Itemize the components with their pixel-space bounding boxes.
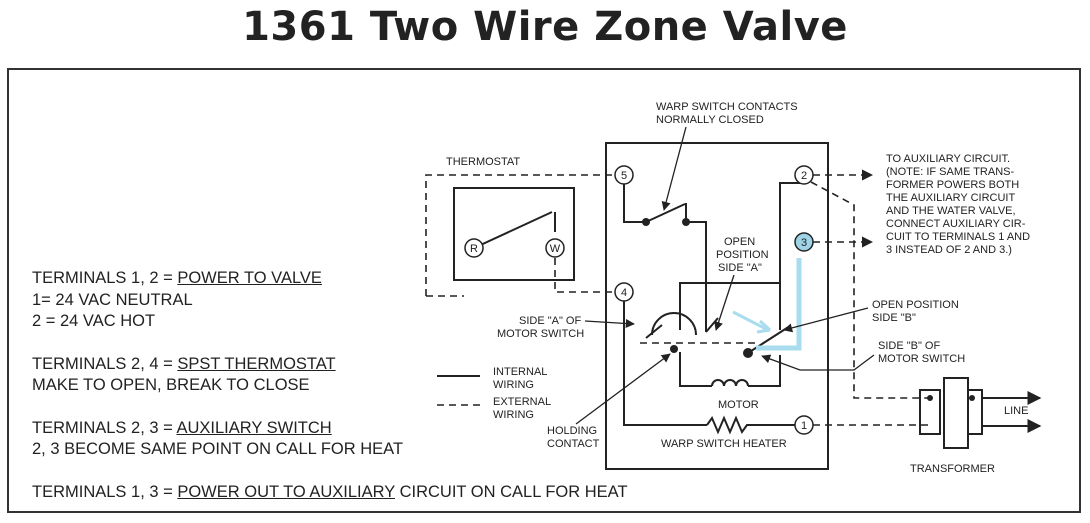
legend-out-link: POWER OUT TO AUXILIARY <box>177 482 395 501</box>
motor-coil <box>711 379 749 387</box>
key-internal-label-1: INTERNAL <box>493 366 547 378</box>
holding-pointer <box>575 353 671 425</box>
side-b-pointer <box>761 354 875 371</box>
terminal-5 <box>614 165 634 185</box>
key-external-label-2: WIRING <box>493 409 534 421</box>
warp-contacts-label-2: NORMALLY CLOSED <box>656 114 764 126</box>
side-b-label-1: SIDE "B" OF <box>878 340 940 352</box>
svg-text:3: 3 <box>801 237 807 249</box>
aux-note-line-1: TO AUXILIARY CIRCUIT. <box>886 153 1010 165</box>
warp-switch-blade <box>645 203 686 223</box>
external-wire-2-transformer <box>810 181 930 399</box>
diagram-frame <box>7 68 1081 513</box>
legend-thermo-link: SPST THERMOSTAT <box>177 354 336 373</box>
svg-text:1: 1 <box>801 420 807 432</box>
open-b-label-2: SIDE "B" <box>872 312 916 324</box>
external-wire-thermostat-4 <box>554 258 614 293</box>
svg-text:2: 2 <box>801 170 807 182</box>
line-label: LINE <box>1004 405 1028 417</box>
terminal-4 <box>614 282 634 302</box>
side-a-label-2: MOTOR SWITCH <box>497 328 584 340</box>
aux-note-line-4: THE AUXILIARY CIRCUIT <box>886 192 1015 204</box>
transformer-label: TRANSFORMER <box>910 463 995 475</box>
open-a-label-3: SIDE "A" <box>718 262 762 274</box>
thermostat-box <box>453 187 575 281</box>
key-external-label-1: EXTERNAL <box>493 396 551 408</box>
warp-switch-heater <box>706 415 796 435</box>
motor-switch-side-b <box>747 325 791 354</box>
open-a-label-2: POSITION <box>716 249 769 261</box>
thermostat-r-terminal <box>464 238 484 258</box>
transformer-core <box>943 377 969 449</box>
legend-thermo-desc: MAKE TO OPEN, BREAK TO CLOSE <box>32 376 310 394</box>
legend-neutral: 1= 24 VAC NEUTRAL <box>32 290 193 309</box>
legend-aux-desc: 2, 3 BECOME SAME POINT ON CALL FOR HEAT <box>32 440 404 458</box>
side-a-label-1: SIDE "A" OF <box>519 315 581 327</box>
warp-contacts-label-1: WARP SWITCH CONTACTS <box>656 101 798 113</box>
warp-contacts-pointer <box>661 126 687 211</box>
aux-note-line-8: 3 INSTEAD OF 2 AND 3.) <box>886 244 1012 256</box>
internal-wire-5 <box>623 183 646 223</box>
legend-power-link: POWER TO VALVE <box>177 269 322 287</box>
key-internal-label-2: WIRING <box>493 379 534 391</box>
aux-note-line-6: CONNECT AUXILIARY CIR- <box>886 218 1026 230</box>
thermostat-switch-arm <box>473 211 553 249</box>
external-wire-thermostat-5 <box>425 174 614 296</box>
aux-note-line-5: AND THE WATER VALVE, <box>886 205 1016 217</box>
thermostat-w-label: W <box>550 243 561 255</box>
motor-cam <box>651 312 697 336</box>
holding-contact-dot <box>670 345 678 353</box>
holding-label-2: CONTACT <box>547 438 600 450</box>
thermostat-label: THERMOSTAT <box>446 156 520 168</box>
side-a-pointer <box>584 318 635 329</box>
side-b-label-2: MOTOR SWITCH <box>878 353 965 365</box>
aux-note-line-3: FORMER POWERS BOTH <box>886 179 1019 191</box>
aux-note-line-2: (NOTE: IF SAME TRANS- <box>886 166 1014 178</box>
legend-hot: 2 = 24 VAC HOT <box>32 312 156 330</box>
open-b-pointer <box>783 307 869 333</box>
legend-power-out: TERMINALS 1, 3 = POWER OUT TO AUXILIARY … <box>32 482 628 501</box>
legend-power: TERMINALS 1, 2 = POWER TO VALVE 1= 24 VA… <box>32 268 628 333</box>
valve-housing <box>605 142 829 470</box>
open-b-label-1: OPEN POSITION <box>872 299 959 311</box>
thermostat-r-label: R <box>470 243 478 255</box>
aux-note-line-7: CUIT TO TERMINALS 1 AND <box>886 231 1030 243</box>
motor-label: MOTOR <box>718 399 759 411</box>
svg-text:5: 5 <box>621 170 627 182</box>
transformer-primary <box>919 389 941 435</box>
legend-aux-switch: TERMINALS 2, 3 = AUXILIARY SWITCH 2, 3 B… <box>32 418 628 461</box>
warp-heater-label: WARP SWITCH HEATER <box>661 438 787 450</box>
open-a-label-1: OPEN <box>724 236 755 248</box>
thermostat-w-terminal <box>545 238 565 258</box>
legend-thermostat: TERMINALS 2, 4 = SPST THERMOSTAT MAKE TO… <box>32 354 628 397</box>
legend-aux-link: AUXILIARY SWITCH <box>176 418 332 437</box>
diagram-title: 1361 Two Wire Zone Valve <box>242 4 848 50</box>
open-a-pointer <box>714 274 735 331</box>
aux-highlight-path <box>756 258 802 351</box>
internal-wire-4 <box>623 300 707 426</box>
internal-wire-warp-to-switch <box>686 221 707 332</box>
svg-text:4: 4 <box>621 287 627 299</box>
terminal-legend: TERMINALS 1, 2 = POWER TO VALVE 1= 24 VA… <box>32 268 628 503</box>
holding-label-1: HOLDING <box>547 425 597 437</box>
